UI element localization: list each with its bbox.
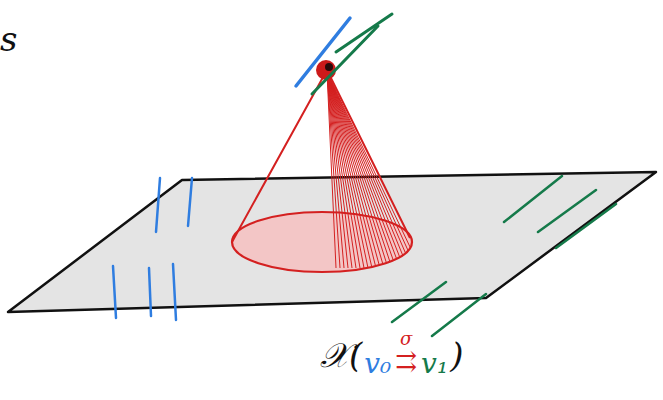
hatch-stroke — [327, 72, 420, 268]
hatch-stroke — [327, 72, 412, 268]
hatch-stroke — [327, 72, 364, 268]
cut-off-text: s — [0, 22, 17, 56]
formula-target: v₁ — [421, 350, 448, 378]
plane — [8, 172, 656, 312]
blue-line — [296, 18, 350, 86]
green-line — [312, 14, 392, 94]
hatch-stroke — [327, 72, 408, 268]
formula-source: v₀ — [364, 350, 391, 378]
blue-strokes — [113, 178, 192, 320]
green-strokes — [392, 176, 616, 336]
formula-text: ) — [450, 338, 463, 372]
hatch-stroke — [327, 72, 376, 268]
hatch-stroke — [327, 72, 392, 268]
formula-arrow: ⇉ — [395, 348, 417, 374]
hatch-stroke — [327, 72, 380, 268]
hatch-stroke — [327, 72, 416, 268]
hatch-stroke — [327, 72, 384, 268]
apex-dot — [316, 60, 336, 80]
formula-text: 𝒳( — [320, 338, 362, 372]
cone-hatching — [327, 72, 420, 268]
formula-sigma: σ — [400, 330, 412, 348]
hatch-stroke — [327, 72, 388, 268]
apex-dot-core — [325, 63, 333, 71]
hatch-stroke — [327, 72, 396, 268]
hatch-stroke — [327, 72, 404, 268]
hatch-stroke — [327, 72, 400, 268]
